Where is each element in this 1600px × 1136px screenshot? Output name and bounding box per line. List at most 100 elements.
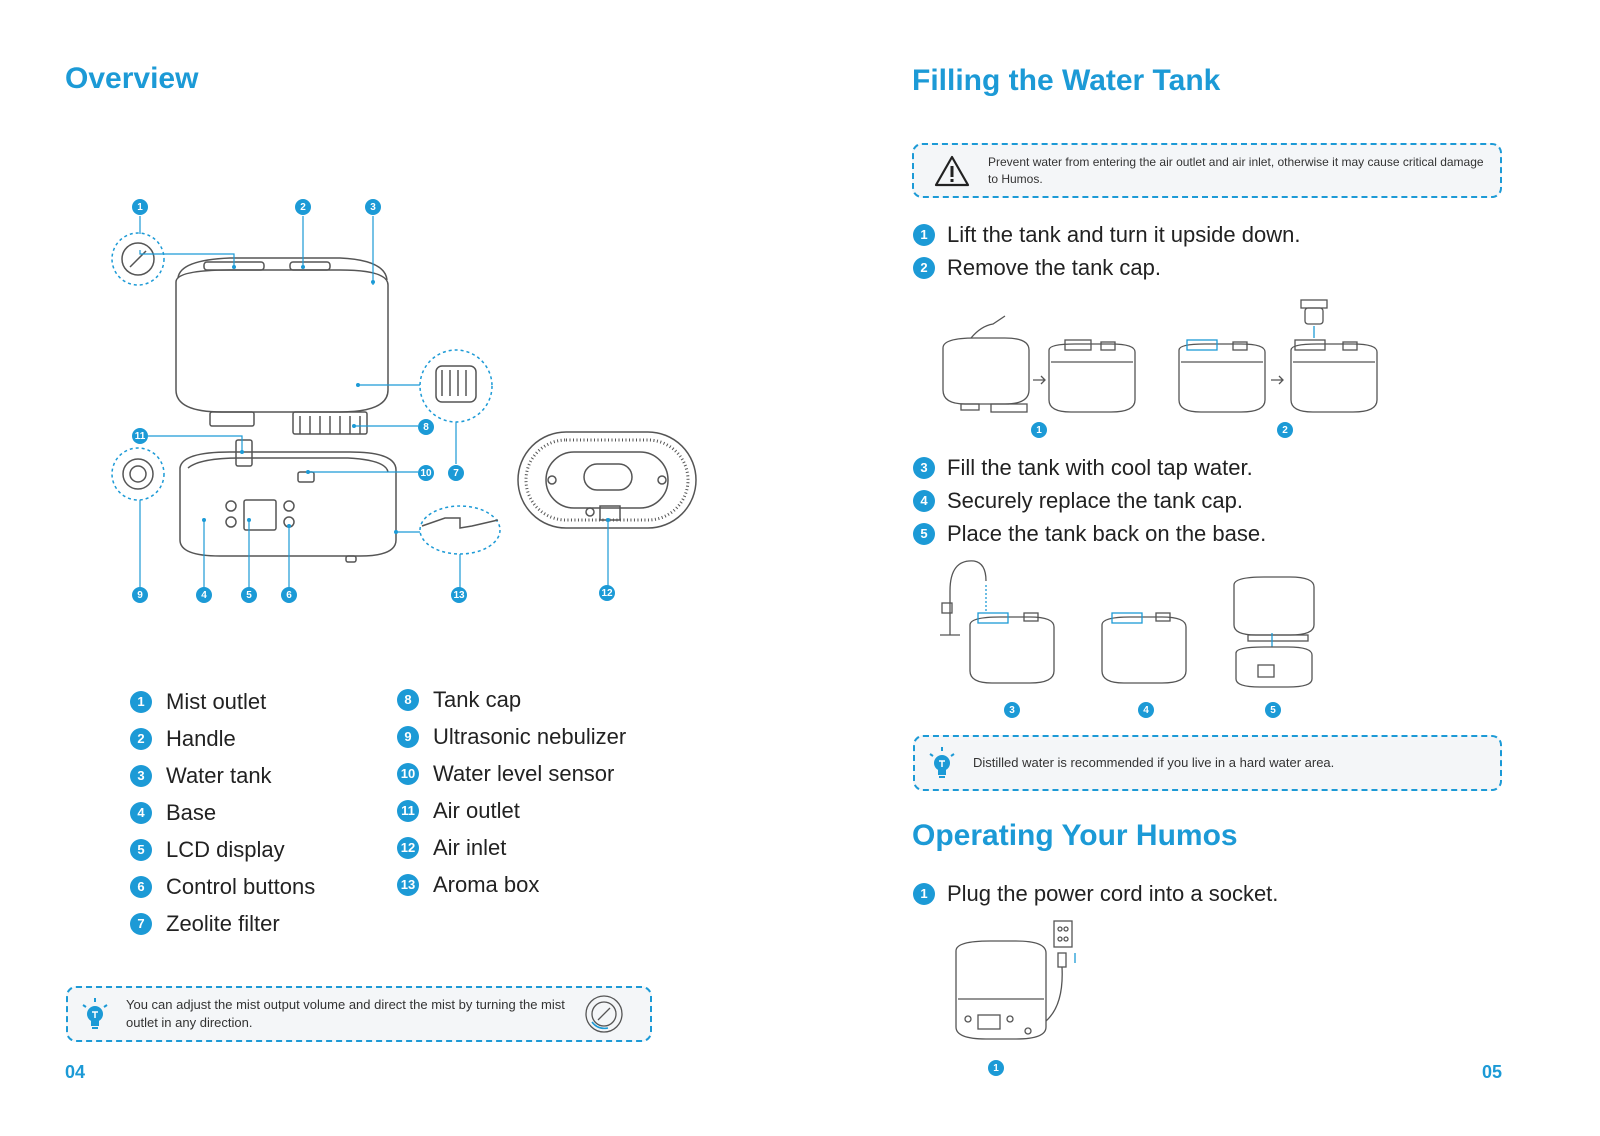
legend-label: Air inlet (433, 834, 507, 860)
step-item: 1 Lift the tank and turn it upside down. (913, 218, 1300, 251)
callout-6: 6 (281, 587, 297, 603)
legend-label: Base (166, 799, 217, 825)
legend-column-1: 1 Mist outlet 2 Handle 3 Water tank 4 Base 5… (130, 683, 315, 942)
step-badge: 1 (913, 882, 935, 905)
step-text: Lift the tank and turn it upside down. (947, 221, 1301, 247)
tip-box-distilled: Distilled water is recommended if you li… (913, 735, 1502, 791)
page-number-left: 04 (65, 1062, 86, 1082)
legend-label: Tank cap (433, 686, 522, 712)
page-title-overview: Overview (65, 62, 199, 95)
legend-item: 12 Air inlet (397, 829, 626, 866)
warning-text: Prevent water from entering the air outl… (988, 154, 1484, 186)
legend-item: 3 Water tank (130, 757, 315, 794)
legend-item: 9 Ultrasonic nebulizer (397, 718, 626, 755)
legend-item: 6 Control buttons (130, 868, 315, 905)
legend-item: 11 Air outlet (397, 792, 626, 829)
step-badge: 2 (913, 256, 935, 279)
legend-badge: 9 (397, 725, 419, 748)
tank-refill-illustration (940, 560, 1315, 688)
tip-box-mist: You can adjust the mist output volume an… (66, 986, 652, 1042)
callout-9: 9 (132, 587, 148, 603)
legend-label: Zeolite filter (166, 910, 280, 936)
legend-badge: 12 (397, 836, 419, 859)
step-badge: 5 (913, 522, 935, 545)
legend-badge: 6 (130, 875, 152, 898)
step-item: 4 Securely replace the tank cap. (913, 484, 1266, 517)
callout-3: 3 (365, 199, 381, 215)
callout-11: 11 (132, 428, 148, 444)
legend-badge: 4 (130, 801, 152, 824)
step-text: Remove the tank cap. (947, 254, 1162, 280)
legend-label: Water tank (166, 762, 272, 788)
legend-badge: 8 (397, 688, 419, 711)
lightbulb-icon (929, 747, 955, 778)
callout-7: 7 (448, 465, 464, 481)
plug-in-illustration (955, 920, 1076, 1040)
legend-badge: 1 (130, 690, 152, 713)
callout-13: 13 (451, 587, 467, 603)
step-item: 5 Place the tank back on the base. (913, 517, 1266, 550)
step-text: Place the tank back on the base. (947, 520, 1267, 546)
tip-text: Distilled water is recommended if you li… (973, 755, 1335, 770)
legend-item: 7 Zeolite filter (130, 905, 315, 942)
figure-b-label-4: 4 (1138, 702, 1154, 718)
figure-a-label-2: 2 (1277, 422, 1293, 438)
figure-b-label-5: 5 (1265, 702, 1281, 718)
figure-b-label-3: 3 (1004, 702, 1020, 718)
tank-removal-illustration (942, 299, 1378, 413)
legend-badge: 3 (130, 764, 152, 787)
section-title-operating: Operating Your Humos (912, 819, 1238, 852)
legend-badge: 7 (130, 912, 152, 935)
figure-a-label-1: 1 (1031, 422, 1047, 438)
callout-12: 12 (599, 585, 615, 601)
legend-item: 8 Tank cap (397, 681, 626, 718)
step-badge: 3 (913, 456, 935, 479)
step-text: Plug the power cord into a socket. (947, 880, 1279, 906)
legend-item: 5 LCD display (130, 831, 315, 868)
callout-4: 4 (196, 587, 212, 603)
step-item: 1 Plug the power cord into a socket. (913, 877, 1278, 910)
step-text: Securely replace the tank cap. (947, 487, 1243, 513)
legend-label: Mist outlet (166, 688, 267, 714)
page-title-filling: Filling the Water Tank (912, 64, 1221, 97)
legend-label: Handle (166, 725, 236, 751)
legend-badge: 13 (397, 873, 419, 896)
legend-label: LCD display (166, 836, 285, 862)
legend-label: Air outlet (433, 797, 520, 823)
legend-label: Ultrasonic nebulizer (433, 723, 627, 749)
lightbulb-icon (82, 998, 108, 1029)
legend-badge: 10 (397, 762, 419, 785)
legend-badge: 11 (397, 799, 419, 822)
legend-item: 1 Mist outlet (130, 683, 315, 720)
callout-8: 8 (418, 419, 434, 435)
steps-list-b: 3 Fill the tank with cool tap water. 4 Sec… (913, 451, 1266, 550)
legend-item: 2 Handle (130, 720, 315, 757)
warning-icon (934, 155, 970, 186)
mist-outlet-rotate-icon (585, 995, 623, 1033)
step-item: 3 Fill the tank with cool tap water. (913, 451, 1266, 484)
legend-item: 13 Aroma box (397, 866, 626, 903)
callout-5: 5 (241, 587, 257, 603)
legend-item: 10 Water level sensor (397, 755, 626, 792)
callout-10: 10 (418, 465, 434, 481)
page-number-right: 05 (1482, 1062, 1503, 1082)
humidifier-overview-diagram (111, 216, 697, 588)
step-badge: 4 (913, 489, 935, 512)
legend-label: Water level sensor (433, 760, 615, 786)
callout-1: 1 (132, 199, 148, 215)
steps-list-c: 1 Plug the power cord into a socket. (913, 877, 1278, 910)
tip-text: You can adjust the mist output volume an… (126, 997, 565, 1030)
legend-badge: 5 (130, 838, 152, 861)
warning-box: Prevent water from entering the air outl… (912, 143, 1502, 198)
figure-c-label-1: 1 (988, 1060, 1004, 1076)
legend-badge: 2 (130, 727, 152, 750)
step-badge: 1 (913, 223, 935, 246)
legend-column-2: 8 Tank cap 9 Ultrasonic nebulizer 10 Water … (397, 681, 626, 903)
callout-2: 2 (295, 199, 311, 215)
step-item: 2 Remove the tank cap. (913, 251, 1300, 284)
legend-label: Control buttons (166, 873, 316, 899)
step-text: Fill the tank with cool tap water. (947, 454, 1253, 480)
legend-label: Aroma box (433, 871, 540, 897)
legend-item: 4 Base (130, 794, 315, 831)
